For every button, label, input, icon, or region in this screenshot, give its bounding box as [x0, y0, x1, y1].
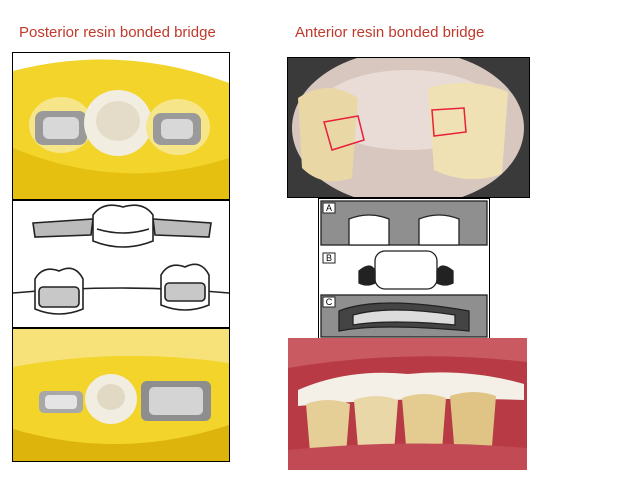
diagram-label-c: C: [326, 297, 333, 307]
photo-anterior-mirror-view: [287, 57, 530, 198]
diagram-posterior-bridge: [12, 200, 230, 328]
photo-anterior-bridge-in-mouth: [288, 338, 527, 470]
caption-posterior: Posterior resin bonded bridge: [19, 24, 216, 41]
photo-posterior-bridge-model: [12, 52, 230, 200]
diagram-label-a: A: [326, 203, 332, 213]
photo-posterior-bridge-wings: [12, 328, 230, 462]
caption-anterior: Anterior resin bonded bridge: [295, 24, 485, 41]
diagram-anterior-bridge: A B C: [318, 198, 490, 340]
diagram-label-b: B: [326, 253, 332, 263]
